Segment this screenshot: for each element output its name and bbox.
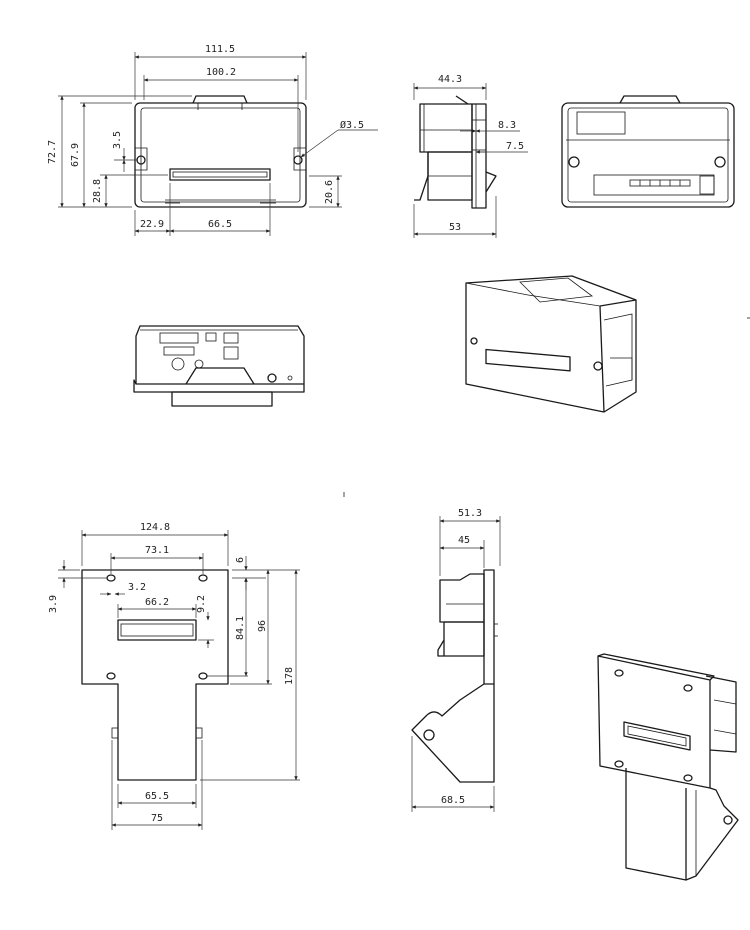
dim-bottom-depth: 68.5 (441, 795, 465, 806)
dim-slot-height: 28.8 (92, 179, 103, 203)
dim-plate-height: 96 (257, 620, 268, 632)
isometric-view-bracket (597, 653, 739, 881)
dim-hole-offset-left: 3.9 (48, 595, 59, 613)
dim-overall-depth: 53 (449, 222, 461, 233)
dim-plate-width: 124.8 (140, 522, 170, 533)
isometric-view-module (465, 275, 637, 413)
dim-top-depth: 51.3 (458, 508, 482, 519)
dim-hole-offset: 3.5 (112, 131, 123, 149)
dim-leg-inner-width: 65.5 (145, 791, 169, 802)
dim-depth-top: 44.3 (438, 74, 462, 85)
dim-hole-height: 84.1 (235, 616, 246, 640)
dim-hole-offset-x: 3.2 (128, 582, 146, 593)
dim-module-depth: 45 (458, 535, 470, 546)
dim-overall-height-bracket: 178 (284, 667, 295, 685)
dim-top-offset: 6 (235, 557, 246, 563)
dim-slot-width-bracket: 66.2 (145, 597, 169, 608)
dim-overall-height: 72.7 (47, 140, 58, 164)
top-view (133, 325, 305, 407)
dim-rear-depth: 7.5 (506, 141, 524, 152)
dim-overall-width: 111.5 (205, 44, 235, 55)
dim-hole-diameter: Ø3.5 (340, 119, 364, 131)
bracket-side-view: 51.3 45 68.5 (411, 508, 501, 812)
dim-tab-depth: 8.3 (498, 120, 516, 131)
rear-view (561, 95, 735, 208)
side-view: 44.3 8.3 7.5 53 (413, 74, 528, 238)
dim-hole-spacing: 73.1 (145, 545, 169, 556)
dim-slot-width: 66.5 (208, 219, 232, 230)
dim-body-width: 100.2 (206, 67, 236, 78)
dim-slot-offset: 9.2 (196, 595, 207, 613)
dim-body-height: 67.9 (70, 143, 81, 167)
dim-left-offset: 22.9 (140, 219, 164, 230)
dim-right-hole-height: 20.6 (324, 180, 335, 204)
dim-leg-outer-width: 75 (151, 813, 163, 824)
front-view: 111.5 100.2 72.7 67.9 28.8 3.5 Ø3.5 20.6… (47, 44, 378, 236)
bracket-front-view: 124.8 73.1 3.2 3.9 66.2 9.2 6 84.1 96 17… (48, 522, 300, 830)
